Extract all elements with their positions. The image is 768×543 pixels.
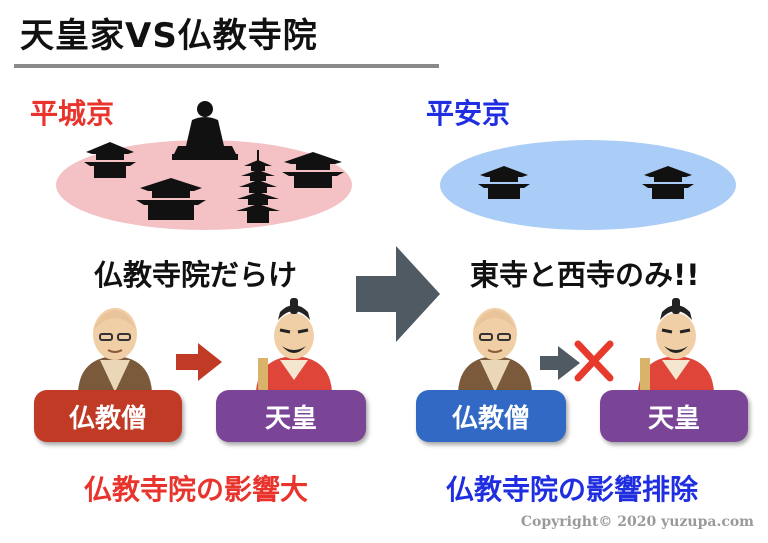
- temple-icon: [84, 142, 136, 178]
- city-label-heijo: 平城京: [30, 97, 115, 130]
- heian-effect: 仏教寺院の影響排除: [446, 473, 699, 506]
- blocked-arrow-icon: [540, 346, 580, 380]
- temple-icon: [642, 166, 694, 199]
- emperor-label-heian: 天皇: [600, 390, 748, 442]
- monk-label-heian: 仏教僧: [416, 390, 566, 442]
- big-right-arrow-icon: [356, 246, 440, 342]
- buddha-statue-icon: [172, 101, 238, 160]
- temple-icon: [478, 166, 530, 199]
- emperor-illustration: [638, 298, 714, 392]
- pagoda-icon: [236, 150, 280, 223]
- influence-arrow-icon: [176, 343, 222, 381]
- cross-icon: [574, 340, 614, 382]
- emperor-illustration: [256, 298, 332, 392]
- city-label-heian: 平安京: [426, 97, 511, 130]
- page-title: 天皇家VS仏教寺院: [20, 16, 318, 56]
- copyright-text: Copyright© 2020 yuzupa.com: [520, 514, 754, 530]
- temple-icon: [136, 178, 206, 220]
- monk-illustration: [458, 308, 532, 392]
- heian-caption: 東寺と西寺のみ!!: [470, 258, 700, 292]
- temple-icon: [282, 152, 344, 188]
- heijo-effect: 仏教寺院の影響大: [84, 473, 309, 506]
- heijo-caption: 仏教寺院だらけ: [94, 258, 298, 292]
- monk-illustration: [78, 308, 152, 392]
- title-underline: [14, 64, 439, 68]
- monk-label-heijo: 仏教僧: [34, 390, 182, 442]
- emperor-label-heijo: 天皇: [216, 390, 366, 442]
